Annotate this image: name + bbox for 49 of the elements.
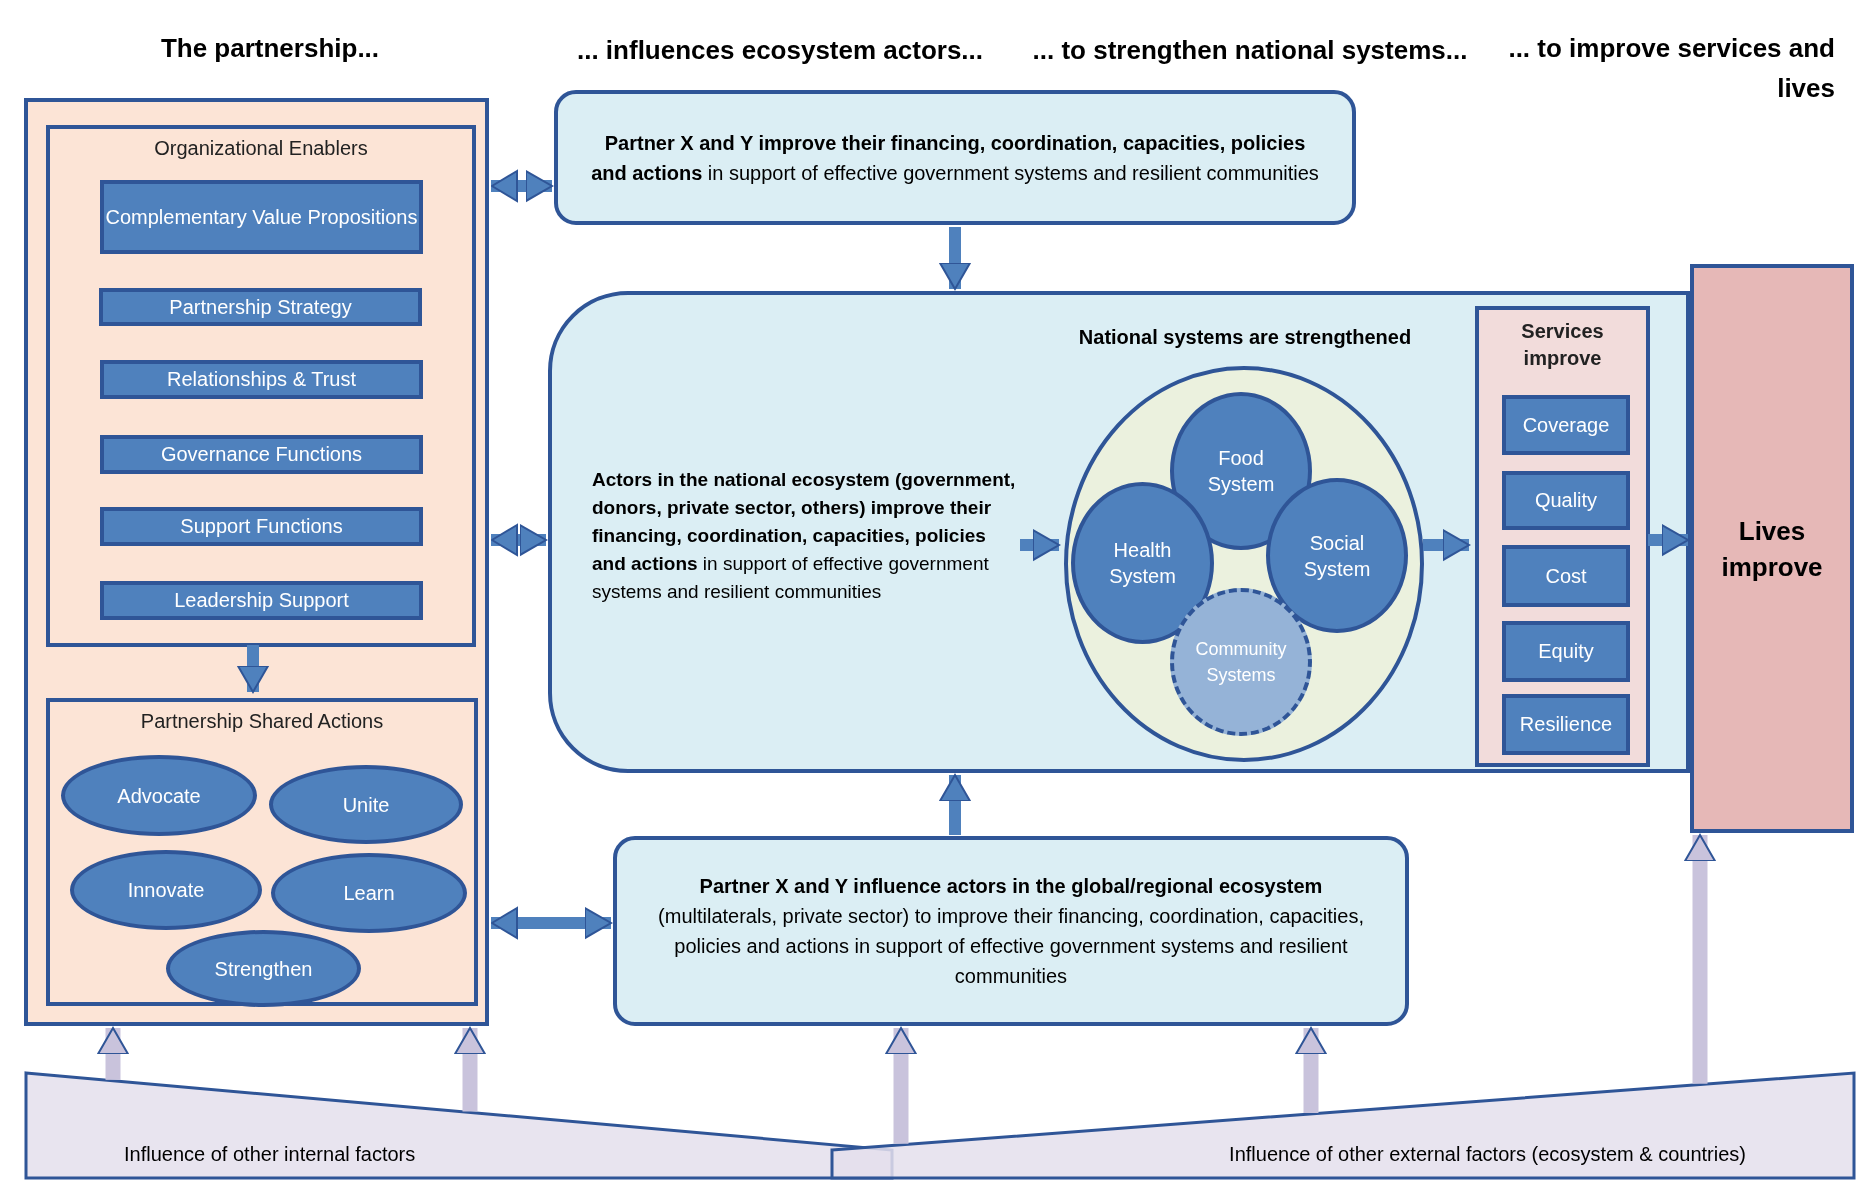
arrow: [1648, 524, 1689, 556]
arrow: [454, 1027, 486, 1112]
arrow: [491, 170, 553, 202]
body-text: Actors in the national ecosystem (government, donors, private sector, others) improve their financing, coordination, capacities, policies and actions in support of effective government systems and resilient communities: [592, 436, 1022, 636]
arrow: [1423, 529, 1470, 561]
action-ellipse: Unite: [269, 765, 463, 844]
service-box: Cost: [1502, 545, 1630, 607]
column-heading: ... influences ecosystem actors...: [575, 34, 985, 67]
band-label: Influence of other internal factors: [124, 1143, 416, 1166]
arrow: [1295, 1027, 1327, 1113]
arrow: [1684, 834, 1716, 1084]
arrow: [885, 1027, 917, 1144]
panel-heading: Services improve: [1520, 319, 1605, 371]
arrow: [491, 907, 612, 939]
action-ellipse: Innovate: [70, 850, 262, 930]
arrow: [237, 645, 269, 693]
enabler-box: Complementary Value Propositions: [100, 180, 423, 254]
action-ellipse: Learn: [271, 853, 467, 933]
circle-heading: National systems are strengthened: [1077, 326, 1413, 349]
arrow: [939, 227, 971, 290]
enabler-box: Relationships & Trust: [100, 360, 423, 399]
service-box: Resilience: [1502, 694, 1630, 755]
services-panel: [1475, 306, 1650, 767]
partnership-panel: [24, 98, 489, 1026]
service-box: Equity: [1502, 621, 1630, 682]
outcome-box: Lives improve: [1690, 264, 1854, 833]
column-heading: ... to improve services and lives: [1507, 32, 1835, 105]
arrow: [491, 524, 547, 556]
column-heading: ... to strengthen national systems...: [1031, 34, 1469, 67]
panel-heading: Partnership Shared Actions: [139, 710, 385, 733]
arrow: [939, 774, 971, 835]
enabler-box: Governance Functions: [100, 435, 423, 474]
enabler-box: Support Functions: [100, 507, 423, 546]
enabler-box: Leadership Support: [100, 581, 423, 620]
info-box: Partner X and Y influence actors in the global/regional ecosystem (multilaterals, private sector) to improve their financing, coordination, capacities, policies and actions in support of effective government systems and resilient communities: [613, 836, 1409, 1026]
panel-heading: Organizational Enablers: [153, 137, 369, 160]
info-box: Partner X and Y improve their financing, coordination, capacities, policies and actions in support of effective government systems and resilient communities: [554, 90, 1356, 225]
enablers-panel: [46, 125, 476, 647]
service-box: Coverage: [1502, 395, 1630, 455]
action-ellipse: Advocate: [61, 755, 257, 836]
enabler-box: Partnership Strategy: [99, 288, 422, 326]
arrow: [1020, 529, 1060, 561]
actions-panel: [46, 698, 478, 1006]
action-ellipse: Strengthen: [166, 930, 361, 1007]
ecosystem-panel: [548, 291, 1690, 773]
arrow: [97, 1027, 129, 1080]
band-label: Influence of other external factors (ecosystem & countries): [1229, 1143, 1746, 1166]
column-heading: The partnership...: [159, 32, 381, 65]
service-box: Quality: [1502, 471, 1630, 530]
